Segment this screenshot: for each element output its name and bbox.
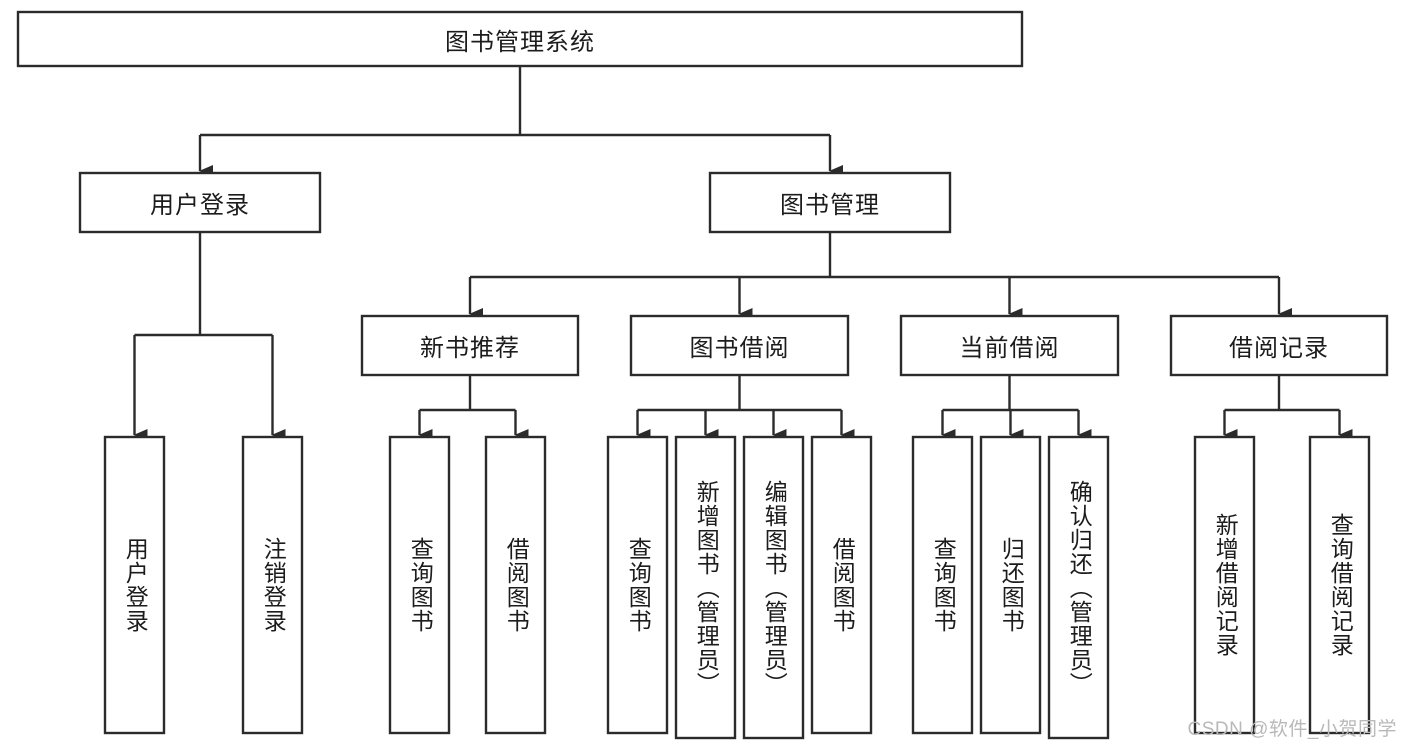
node-level3[interactable] <box>360 314 580 377</box>
node-leaf[interactable] <box>241 435 304 735</box>
node-root[interactable] <box>16 10 1024 68</box>
node-level2[interactable] <box>708 171 952 234</box>
connector-layer <box>133 66 1353 441</box>
node-level3[interactable] <box>899 314 1120 377</box>
node-leaf[interactable] <box>1193 435 1256 735</box>
node-leaf[interactable] <box>103 435 166 735</box>
node-leaf[interactable] <box>742 435 805 740</box>
watermark: CSDN @软件_小贺同学 <box>1187 719 1397 740</box>
node-leaf[interactable] <box>484 435 547 735</box>
node-leaf[interactable] <box>1308 435 1371 735</box>
node-level2[interactable] <box>78 171 322 234</box>
node-level3[interactable] <box>1169 314 1389 377</box>
node-leaf[interactable] <box>810 435 873 735</box>
node-leaf[interactable] <box>911 435 974 735</box>
node-leaf[interactable] <box>606 435 669 735</box>
node-leaf[interactable] <box>674 435 737 740</box>
node-leaf[interactable] <box>979 435 1042 735</box>
node-leaf[interactable] <box>388 435 451 735</box>
box-layer <box>16 10 1389 740</box>
node-leaf[interactable] <box>1047 435 1110 740</box>
node-level3[interactable] <box>629 314 850 377</box>
